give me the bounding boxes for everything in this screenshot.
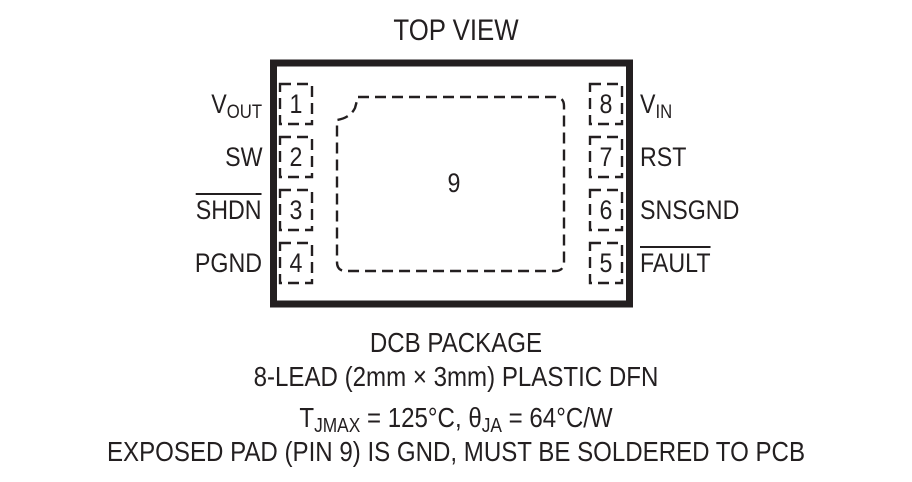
pin-name-rst: RST — [640, 142, 687, 172]
pin-pad-3 — [278, 188, 314, 232]
pin-number-4: 4 — [289, 248, 303, 278]
theta-subscript: JA — [481, 415, 502, 438]
pin-pad-7 — [588, 135, 624, 179]
pin-pad-5 — [588, 241, 624, 285]
pin-name-vout-sub: OUT — [226, 100, 262, 123]
pin-pad-4 — [278, 241, 314, 285]
pin-number-1: 1 — [289, 89, 303, 119]
tjmax-value: = 125°C, — [360, 402, 469, 433]
pin-name-fault: FAULT — [640, 248, 711, 278]
pin-pad-2 — [278, 135, 314, 179]
left-pin-pads — [278, 82, 314, 285]
caption-thermal-specs: TJMAX = 125°C, θJA = 64°C/W — [64, 402, 848, 438]
pin-number-8: 8 — [599, 89, 613, 119]
caption-package-description: 8-LEAD (2mm × 3mm) PLASTIC DFN — [253, 361, 659, 392]
pin-name-shdn: SHDN — [196, 195, 262, 225]
pin-number-5: 5 — [599, 248, 613, 278]
pin-name-vin-main: V — [640, 89, 656, 119]
exposed-pad-number: 9 — [447, 168, 461, 198]
pin-name-snsgnd: SNSGND — [640, 195, 740, 225]
pin-pad-8 — [588, 82, 624, 126]
pin-number-6: 6 — [599, 195, 613, 225]
pin-pad-6 — [588, 188, 624, 232]
theta-ja-value: = 64°C/W — [501, 402, 613, 433]
pin-name-pgnd: PGND — [194, 248, 262, 278]
package-body-outline — [270, 59, 633, 308]
pin-name-vin-sub: IN — [655, 100, 673, 123]
pin-name-vin: VIN — [640, 89, 672, 124]
pin-name-vout-main: V — [211, 89, 227, 119]
caption-exposed-pad-note: EXPOSED PAD (PIN 9) IS GND, MUST BE SOLD… — [106, 436, 806, 467]
theta-symbol: θ — [468, 402, 482, 433]
pin-number-2: 2 — [289, 142, 303, 172]
right-pin-pads — [588, 82, 624, 285]
caption-package-name: DCB PACKAGE — [369, 327, 543, 358]
pin-name-sw: SW — [224, 142, 262, 172]
exposed-pad-outline — [335, 95, 566, 273]
diagram-title: TOP VIEW — [393, 14, 519, 47]
tjmax-symbol: T — [299, 402, 315, 433]
pin-name-vout: VOUT — [211, 89, 262, 124]
pin-number-3: 3 — [289, 195, 303, 225]
pin-number-7: 7 — [599, 142, 613, 172]
tjmax-subscript: JMAX — [314, 415, 361, 438]
pin-pad-1 — [278, 82, 314, 126]
